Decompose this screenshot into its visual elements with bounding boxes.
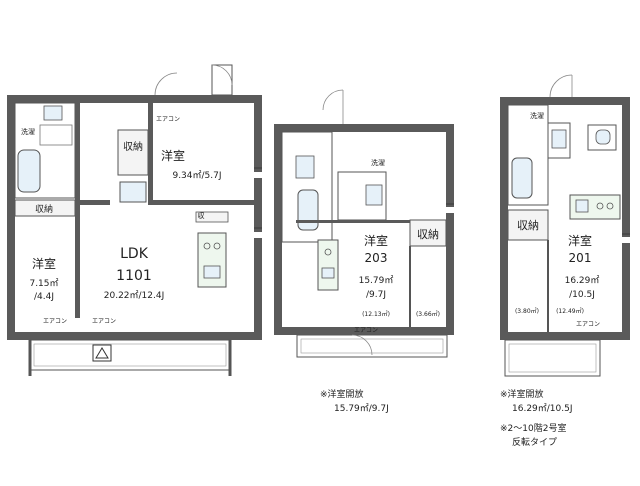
balcony-201 [504,339,601,377]
balcony-1101 [29,339,231,371]
sub-area: (12.49㎡) [556,307,584,315]
hatch-icon [95,347,109,359]
sub-area: (3.80㎡) [515,307,539,315]
plan-201: 洋室 201 16.29㎡ /10.5J 収納 (3.80㎡) (12.49㎡)… [500,74,630,377]
note-203-line1: ※洋室開放 [320,390,364,400]
note-203: ※洋室開放 15.79㎡/9.7J [320,388,389,416]
sub-area: (12.13㎡) [362,310,390,318]
bathtub [297,189,319,231]
washbasin [295,155,315,179]
storage-label: 収納 [417,228,439,241]
balcony-203 [296,334,448,358]
storage-label: 収納 [35,203,53,215]
room-area: 15.79㎡ [359,275,394,286]
storage-203 [409,219,447,247]
aircon-label: エアコン [576,321,600,328]
room-area: 20.22㎡/12.4J [104,290,165,301]
toilet [119,181,147,203]
note-201-line4: 反転タイプ [512,438,558,448]
sink [203,265,221,279]
room-label: 洋室 [364,233,388,248]
room-label: 洋室 [568,233,592,248]
note-201-line3: ※2～10階2号室 [500,424,567,434]
storage-201 [507,209,549,241]
laundry-label: 洗濯 [21,127,35,136]
room-area: 16.29㎡ [565,275,600,286]
washbasin [551,129,567,149]
room-area-jo: /4.4J [34,292,54,302]
entrance-door [211,64,233,86]
entrance-door [322,89,344,111]
room-area-jo: /10.5J [569,290,595,300]
sub-area: (3.66㎡) [416,310,440,318]
aircon-label: エアコン [354,327,378,334]
room-area: 7.15㎡ [29,278,58,289]
note-203-line2: 15.79㎡/9.7J [334,404,389,414]
storage-label: 収 [198,212,205,220]
storage-label: 収納 [123,140,143,153]
plan-203: 洋室 203 15.79㎡ /9.7J 収納 (12.13㎡) (3.66㎡) … [274,89,454,358]
room-area-jo: /9.7J [366,290,386,300]
unit-number: 201 [569,251,592,265]
entrance-door [549,74,573,98]
kitchen-counter [197,232,227,288]
unit-number: 203 [365,251,388,265]
aircon-label: エアコン [43,318,67,325]
toilet [595,129,611,145]
unit-number: 1101 [116,268,152,284]
kitchen-counter [317,239,339,291]
laundry-label: 洗濯 [371,158,385,167]
bathtub [511,157,533,199]
room-label: LDK [120,246,149,262]
note-201-line1: ※洋室開放 [500,390,544,400]
storage-label: 収納 [517,219,539,232]
aircon-label: エアコン [156,116,180,123]
room-label: 洋室 [161,148,185,163]
note-201: ※洋室開放 16.29㎡/10.5J ※2～10階2号室 反転タイプ [500,388,573,450]
room-area: 9.34㎡/5.7J [172,170,221,181]
bathtub [17,149,41,193]
room-label: 洋室 [32,256,56,271]
laundry-label: 洗濯 [530,111,544,120]
toilet [365,184,383,206]
washbasin [43,105,63,121]
aircon-label: エアコン [92,318,116,325]
note-201-line2: 16.29㎡/10.5J [512,404,573,414]
plan-1101: 洋室 9.34㎡/5.7J LDK 1101 20.22㎡/12.4J 洋室 7… [7,64,262,376]
